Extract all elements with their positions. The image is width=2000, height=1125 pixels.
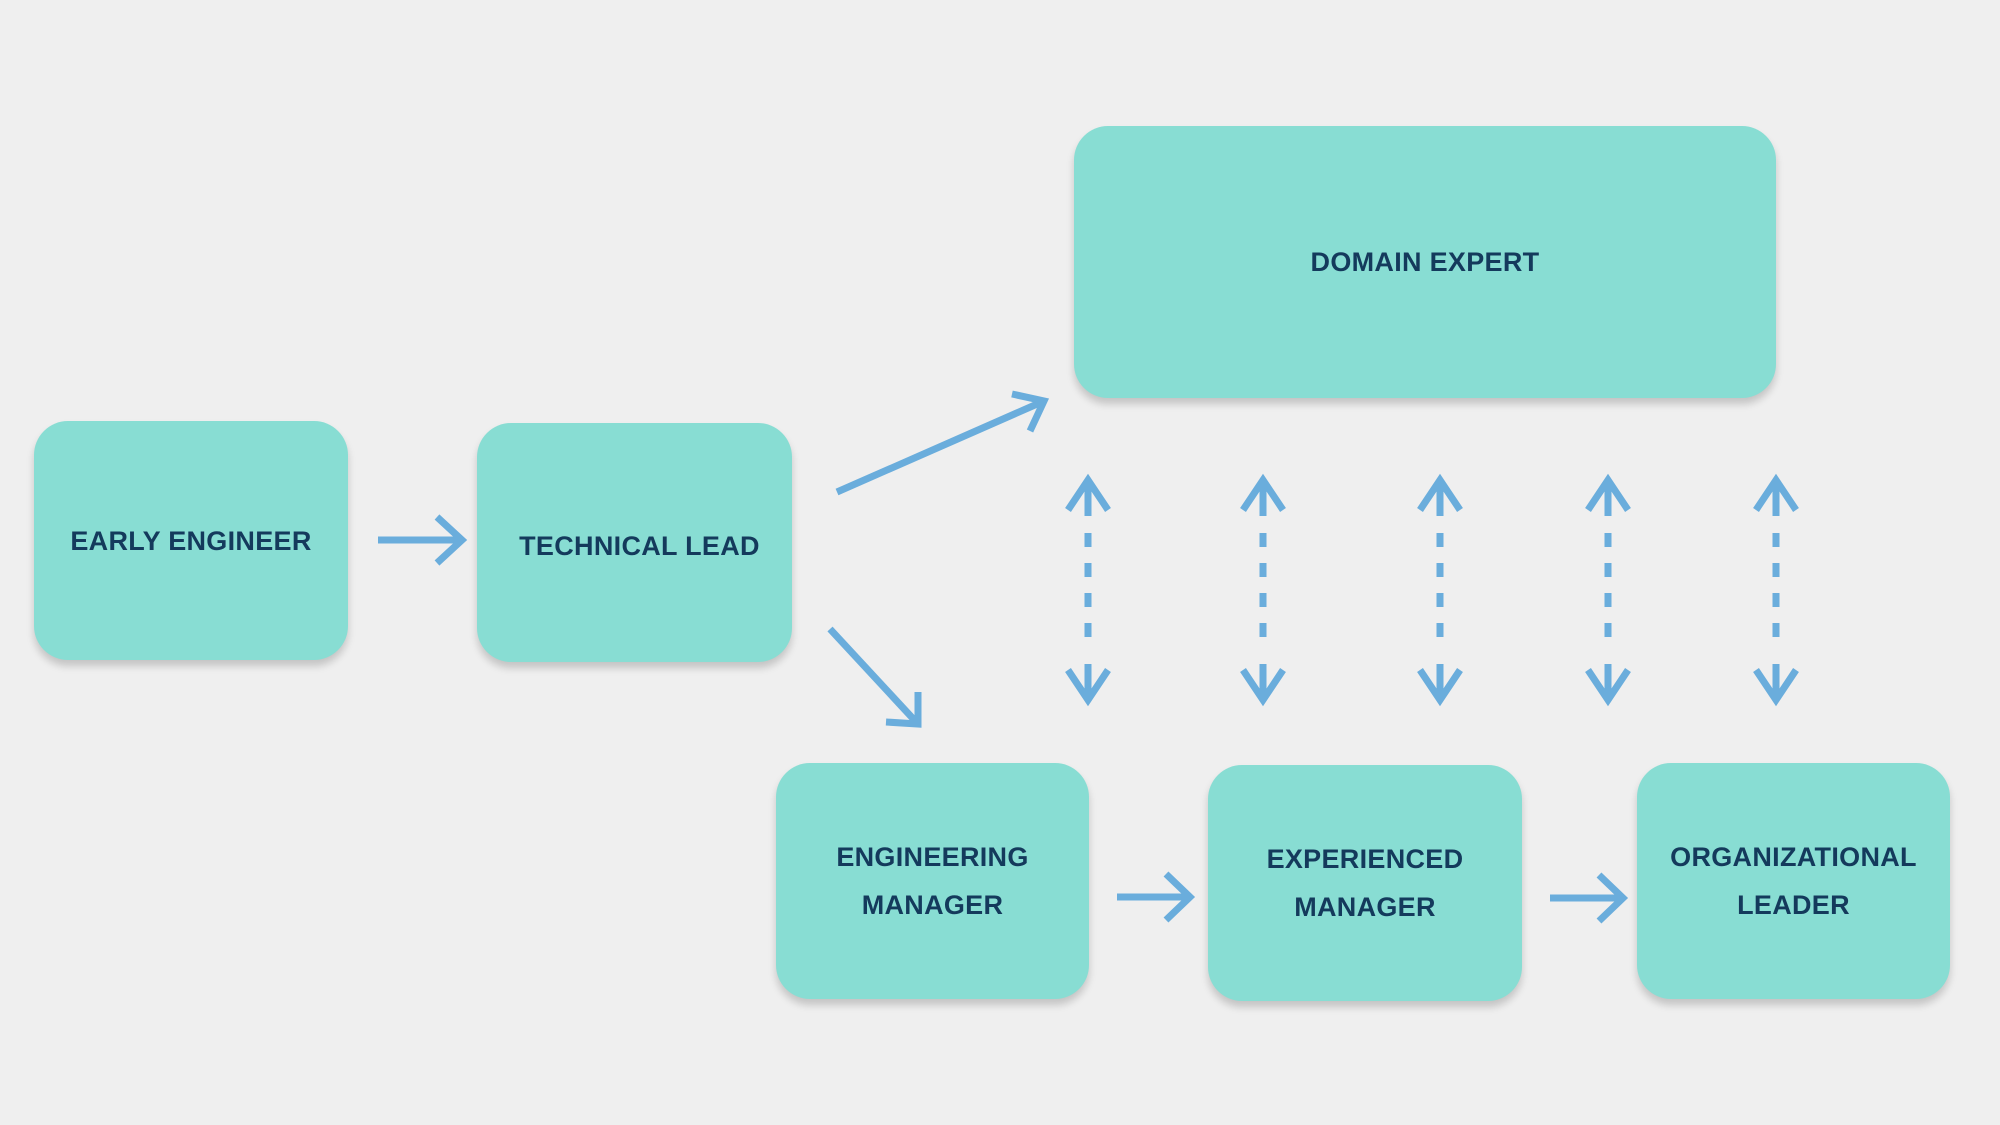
node-label-line-1: ORGANIZATIONAL <box>1670 842 1917 872</box>
arrow-technical-lead-to-engineering-manager <box>827 626 922 728</box>
node-label: TECHNICAL LEAD <box>519 530 760 561</box>
node-label-line-2: LEADER <box>1737 890 1850 920</box>
arrowhead-down-icon <box>1240 668 1286 707</box>
arrow-technical-lead-to-domain-expert <box>835 390 1050 496</box>
node-label-line-2: MANAGER <box>861 890 1004 920</box>
arrowhead-down-icon <box>1585 668 1631 707</box>
arrow-experienced-manager-to-organizational-leader <box>1550 872 1629 924</box>
node-experienced-manager[interactable]: EXPERIENCED MANAGER <box>1208 765 1522 1001</box>
arrowhead-up-icon <box>1240 473 1286 512</box>
arrowhead-down-icon <box>1065 668 1111 707</box>
arrowhead-down-icon <box>1753 668 1799 707</box>
node-label-line-1: EXPERIENCED <box>1266 844 1464 874</box>
node-early-engineer[interactable]: EARLY ENGINEER <box>34 421 348 660</box>
node-engineering-manager[interactable]: ENGINEERING MANAGER <box>776 763 1089 999</box>
dashed-bidirectional-arrow <box>1585 473 1631 707</box>
node-domain-expert[interactable]: DOMAIN EXPERT <box>1074 126 1776 398</box>
arrowhead-up-icon <box>1417 473 1463 512</box>
node-label: DOMAIN EXPERT <box>1310 247 1540 277</box>
arrowhead-up-icon <box>1753 473 1799 512</box>
node-technical-lead[interactable]: TECHNICAL LEAD <box>477 423 792 662</box>
arrow-early-engineer-to-technical-lead <box>378 514 468 566</box>
node-label-line-1: ENGINEERING <box>836 842 1029 872</box>
dashed-bidirectional-arrow <box>1065 473 1111 707</box>
dashed-bidirectional-arrow <box>1240 473 1286 707</box>
dashed-bidirectional-arrow <box>1753 473 1799 707</box>
arrowhead-down-icon <box>1417 668 1463 707</box>
arrowhead-up-icon <box>1065 473 1111 512</box>
node-label-line-2: MANAGER <box>1294 892 1436 922</box>
node-organizational-leader[interactable]: ORGANIZATIONAL LEADER <box>1637 763 1950 999</box>
node-label: EARLY ENGINEER <box>70 525 312 556</box>
arrow-engineering-manager-to-experienced-manager <box>1117 871 1196 923</box>
dashed-bidirectional-arrow <box>1417 473 1463 707</box>
arrowhead-up-icon <box>1585 473 1631 512</box>
